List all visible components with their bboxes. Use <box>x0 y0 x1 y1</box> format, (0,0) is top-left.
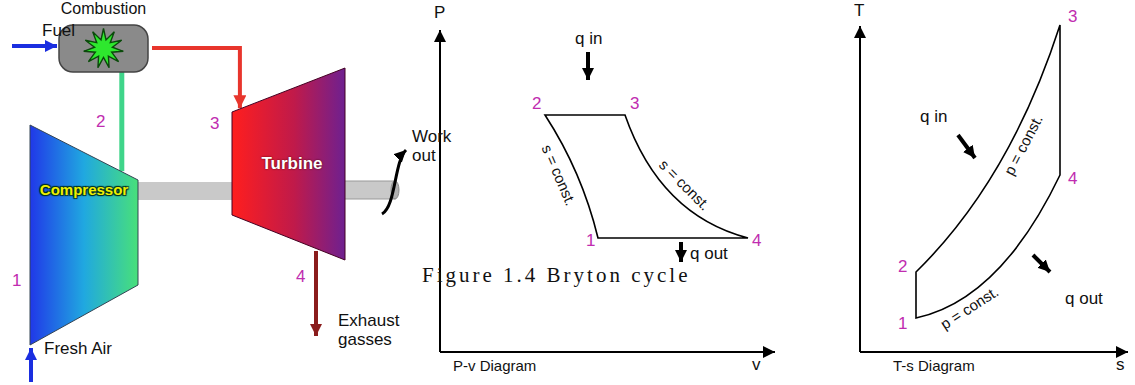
turbine: Turbine <box>232 68 345 260</box>
heat-in-arrow <box>586 52 590 80</box>
node-label: Compressor <box>32 181 136 198</box>
pv-cycle <box>545 115 748 238</box>
v-axis <box>440 351 775 353</box>
state-number: 2 <box>898 258 907 277</box>
node-label: Combustion <box>55 0 152 18</box>
text-label: q in <box>575 30 602 49</box>
text-label: v <box>752 356 761 375</box>
state-number: 4 <box>752 232 761 251</box>
state-number: 4 <box>1068 170 1077 189</box>
state-number: 1 <box>586 232 595 251</box>
text-label: Fuel <box>42 22 75 41</box>
state-number: 1 <box>12 272 21 291</box>
text-label: q out <box>690 245 728 264</box>
shaft <box>343 181 395 199</box>
node-label: Turbine <box>242 154 342 174</box>
compressor-shape <box>30 125 138 345</box>
work-arrow <box>382 150 406 214</box>
text-label: T-s Diagram <box>893 358 975 375</box>
text-label: P-v Diagram <box>453 358 536 375</box>
state-number: 2 <box>96 113 105 132</box>
heat-out-arrow <box>679 242 683 262</box>
heat-in-arrow <box>958 135 975 158</box>
text-label: Fresh Air <box>44 340 112 359</box>
t-axis <box>859 26 861 352</box>
curve-label: s = const. <box>538 142 579 208</box>
air-arrow <box>29 348 33 382</box>
state-number: 2 <box>532 95 541 114</box>
state-number: 1 <box>898 315 907 334</box>
heat-out-arrow <box>1033 255 1050 272</box>
state-number: 4 <box>296 268 305 287</box>
text-label: Exhaust gasses <box>338 312 430 349</box>
text-label: Work out <box>412 128 458 165</box>
compressor-body <box>30 125 138 345</box>
state-number: 3 <box>210 115 219 134</box>
hot-gas-duct <box>152 48 240 108</box>
text-label: P <box>434 4 445 23</box>
text-label: q out <box>1065 290 1103 309</box>
fuel-arrow <box>12 44 57 48</box>
flame-burst <box>84 29 124 68</box>
exhaust-arrow <box>314 251 318 336</box>
curve-label: s = const. <box>655 156 712 213</box>
state-number: 3 <box>1068 8 1077 27</box>
state-number: 3 <box>630 95 639 114</box>
curve-label: p = const. <box>1002 112 1047 178</box>
s-axis <box>860 351 1128 353</box>
ts-cycle <box>916 25 1060 318</box>
curve-label: p = const. <box>938 283 1002 332</box>
air-duct <box>119 72 124 171</box>
p-axis <box>439 30 441 352</box>
text-label: s <box>1116 356 1125 375</box>
turbine-body <box>232 68 345 260</box>
text-label: T <box>854 2 864 21</box>
compressor: Compressor <box>30 125 138 345</box>
text-label: q in <box>920 108 947 127</box>
shaft <box>138 182 232 200</box>
figure-caption: Figure 1.4 Bryton cycle <box>422 264 690 287</box>
